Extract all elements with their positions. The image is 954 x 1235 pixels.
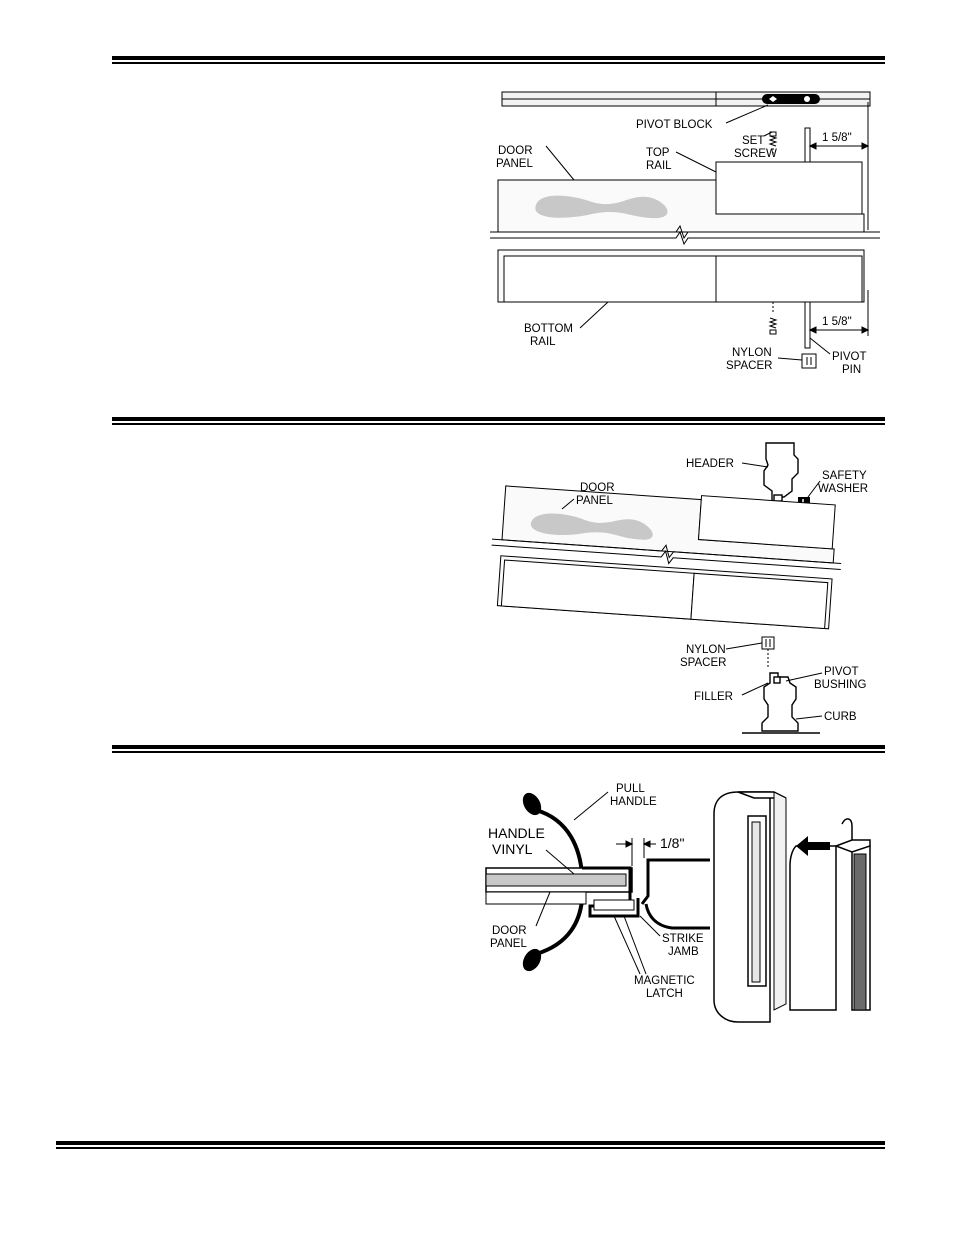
pivot-pin-top <box>805 128 810 162</box>
label-pivot-pin-1: PIVOT <box>832 351 867 363</box>
label-handle-vinyl-2: VINYL <box>492 841 533 857</box>
label-top-rail-1: TOP <box>646 147 670 159</box>
leader-pull-handle <box>574 792 608 820</box>
rule-section-2 <box>112 417 885 427</box>
bottom-rule <box>56 1141 885 1151</box>
label-strike-jamb-1: STRIKE <box>662 933 704 945</box>
label-door-panel-1: DOOR <box>498 145 533 157</box>
label-nylon-spacer-1: NYLON <box>686 644 726 656</box>
label-header: HEADER <box>686 458 734 470</box>
label-dim-top: 1 5/8" <box>822 132 852 144</box>
label-magnetic-latch-2: LATCH <box>646 988 683 1000</box>
figure-handle-latch: PULL HANDLE HANDLE VINYL DOOR PANEL 1/8"… <box>470 770 890 1030</box>
leader-header <box>742 463 768 467</box>
strike-jamb <box>642 860 710 928</box>
nylon-spacer <box>762 637 774 669</box>
label-strike-jamb-2: JAMB <box>668 946 699 958</box>
figure-installation: HEADER SAFETY WASHER DOOR PANEL NYLON SP… <box>480 435 900 740</box>
label-door-panel-1: DOOR <box>580 482 615 494</box>
label-handle-vinyl-1: HANDLE <box>488 825 545 841</box>
label-set-screw-2: SCREW <box>734 148 777 160</box>
label-safety-washer-1: SAFETY <box>822 470 867 482</box>
label-set-screw-1: SET <box>742 135 764 147</box>
leader-nylon-spacer <box>726 643 762 649</box>
label-pivot-pin-2: PIN <box>842 364 861 376</box>
door-panel-lower <box>498 250 864 302</box>
label-nylon-spacer-2: SPACER <box>680 657 726 669</box>
leader-door-panel <box>546 146 574 180</box>
leader-top-rail <box>676 152 716 172</box>
label-top-rail-2: RAIL <box>646 160 672 172</box>
label-nylon-spacer-2: SPACER <box>726 360 772 372</box>
curb-extrusion <box>762 673 798 731</box>
pivot-pin-bottom <box>805 302 810 348</box>
label-door-panel-1: DOOR <box>492 925 527 937</box>
label-nylon-spacer-1: NYLON <box>732 347 772 359</box>
label-bottom-rail-2: RAIL <box>530 336 556 348</box>
nylon-spacer <box>802 354 816 368</box>
rule-section-3 <box>112 745 885 755</box>
label-door-panel-2: PANEL <box>490 938 527 950</box>
label-filler: FILLER <box>694 691 733 703</box>
label-dim-bottom: 1 5/8" <box>822 316 852 328</box>
label-pull-handle-2: HANDLE <box>610 796 657 808</box>
leader-strike-jamb <box>640 916 660 936</box>
label-pull-handle-1: PULL <box>616 783 645 795</box>
top-rule <box>112 56 885 66</box>
leader-curb <box>796 716 822 719</box>
label-gap: 1/8" <box>660 835 684 851</box>
label-door-panel-2: PANEL <box>576 495 613 507</box>
header-extrusion <box>764 443 798 503</box>
leader-bottom-rail <box>580 302 608 328</box>
leader-nylon-spacer <box>778 358 802 360</box>
label-pivot-block: PIVOT BLOCK <box>636 119 713 131</box>
tilted-door-panel <box>487 481 845 629</box>
dimension-gap <box>616 838 656 866</box>
label-curb: CURB <box>824 711 857 723</box>
label-magnetic-latch-1: MAGNETIC <box>634 975 695 987</box>
leader-pivot-block <box>726 105 768 123</box>
label-pivot-bushing-1: PIVOT <box>824 666 859 678</box>
perspective-view <box>714 792 870 1022</box>
label-door-panel-2: PANEL <box>496 158 533 170</box>
label-pivot-bushing-2: BUSHING <box>814 679 866 691</box>
set-screw-bottom <box>770 302 776 334</box>
top-rail <box>716 162 862 214</box>
figure-pivot-assembly: PIVOT BLOCK SET SCREW 1 5/8" DOOR PANEL … <box>480 80 900 380</box>
leader-pivot-pin <box>810 338 830 354</box>
label-safety-washer-2: WASHER <box>818 483 868 495</box>
label-bottom-rail-1: BOTTOM <box>524 323 573 335</box>
pivot-block <box>762 94 820 104</box>
